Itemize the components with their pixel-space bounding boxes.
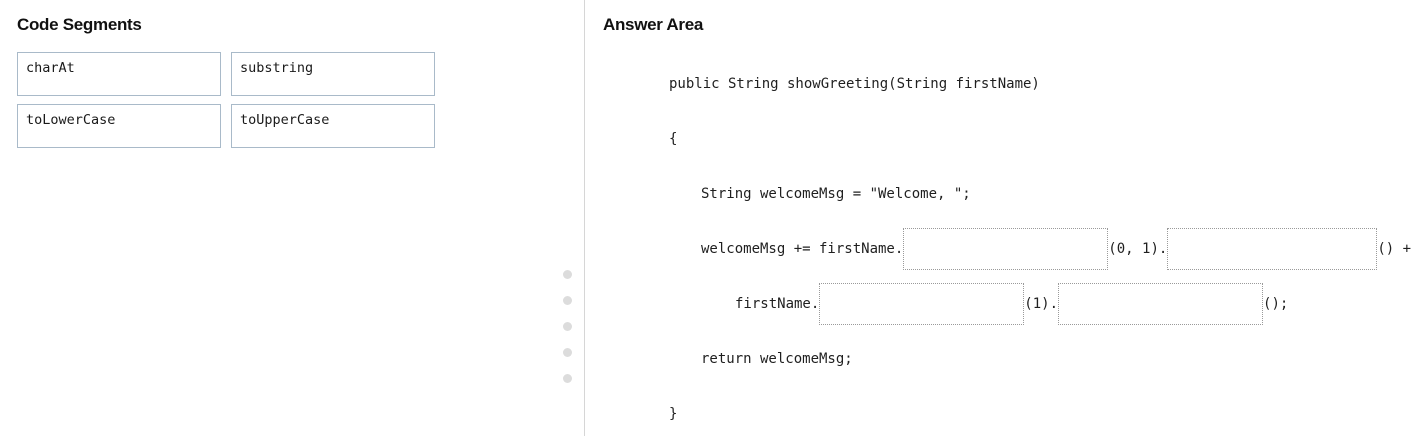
handle-dot-icon — [563, 270, 572, 279]
code-text: { — [669, 130, 678, 147]
panel-resize-handle[interactable] — [563, 270, 577, 383]
code-line: String welcomeMsg = "Welcome, "; — [585, 166, 1414, 221]
code-segments-row: toLowerCase toUpperCase — [17, 104, 437, 148]
handle-dot-icon — [563, 374, 572, 383]
handle-dot-icon — [563, 296, 572, 305]
drop-zone-3[interactable] — [819, 282, 1025, 325]
answer-area-panel: Answer Area public String showGreeting(S… — [585, 0, 1414, 436]
answer-area-title: Answer Area — [603, 15, 704, 34]
code-text: (0, 1). — [1108, 240, 1168, 257]
code-text: (1). — [1024, 295, 1059, 312]
code-segments-list: charAt substring toLowerCase toUpperCase — [17, 52, 437, 156]
code-line: return welcomeMsg; — [585, 331, 1414, 386]
drop-zone-2[interactable] — [1167, 227, 1378, 270]
code-segment-charat[interactable]: charAt — [17, 52, 221, 96]
code-line-with-dropzones: firstName. (1). (); — [585, 276, 1414, 331]
code-listing: public String showGreeting(String firstN… — [585, 56, 1414, 441]
code-line: } — [585, 386, 1414, 441]
code-text: welcomeMsg += firstName. — [701, 240, 904, 257]
drop-zone-4[interactable] — [1058, 282, 1264, 325]
code-text: firstName. — [735, 295, 820, 312]
code-line: public String showGreeting(String firstN… — [585, 56, 1414, 111]
code-line: { — [585, 111, 1414, 166]
code-segment-tolowercase[interactable]: toLowerCase — [17, 104, 221, 148]
code-text: (); — [1263, 295, 1289, 312]
code-line-with-dropzones: welcomeMsg += firstName. (0, 1). () + — [585, 221, 1414, 276]
code-segments-panel: Code Segments charAt substring toLowerCa… — [0, 0, 584, 436]
code-text: return welcomeMsg; — [701, 350, 853, 367]
code-text: () + — [1377, 240, 1412, 257]
panel-divider — [584, 0, 585, 436]
code-segment-touppercase[interactable]: toUpperCase — [231, 104, 435, 148]
code-text: String welcomeMsg = "Welcome, "; — [701, 185, 971, 202]
code-text: public String showGreeting(String firstN… — [669, 75, 1040, 92]
handle-dot-icon — [563, 322, 572, 331]
handle-dot-icon — [563, 348, 572, 357]
code-segments-row: charAt substring — [17, 52, 437, 96]
drop-zone-1[interactable] — [903, 227, 1109, 270]
code-text: } — [669, 405, 678, 422]
code-segment-substring[interactable]: substring — [231, 52, 435, 96]
code-segments-title: Code Segments — [17, 15, 142, 34]
